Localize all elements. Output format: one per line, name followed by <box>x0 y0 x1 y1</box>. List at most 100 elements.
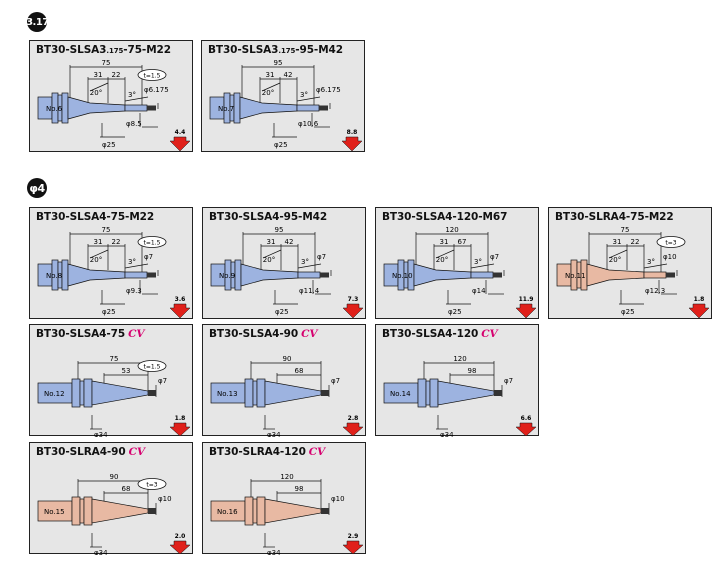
weight-indicator: 2.9 <box>342 533 364 555</box>
tool-number: No.10 <box>392 272 413 280</box>
weight-indicator: 7.3 <box>342 296 364 319</box>
weight-indicator: 4.4 <box>169 129 191 152</box>
tip-dia: φ7 <box>504 377 513 385</box>
base-dia: φ34 <box>94 431 108 437</box>
tip-dia: φ7 <box>331 377 340 385</box>
base-dia: φ25 <box>102 308 116 316</box>
dim-label: 75 <box>110 355 119 363</box>
dim-label: 20° <box>436 256 448 264</box>
dim-label: 120 <box>445 226 458 234</box>
tip-dia: φ10 <box>158 495 172 503</box>
tool-body <box>556 259 675 291</box>
tool-body <box>37 496 156 526</box>
tool-body <box>383 378 502 408</box>
svg-text:7.3: 7.3 <box>348 296 359 303</box>
tool-number: No.9 <box>219 272 235 280</box>
tool-drawing: No.6 75 31 22 20° 3° t=1.5 φ6.175 φ8.5 φ… <box>37 59 191 152</box>
dim-label: 31 <box>94 238 103 246</box>
dim-label: 31 <box>266 71 275 79</box>
weight-indicator: 6.6 <box>515 415 537 437</box>
svg-text:2.0: 2.0 <box>175 533 186 540</box>
dim-label: 68 <box>122 485 131 493</box>
dim-label: 75 <box>102 59 111 67</box>
tool-drawing: No.10 120 31 67 20° 3° φ7 φ14 φ25 11.9 <box>383 226 537 319</box>
dim-label: 98 <box>468 367 477 375</box>
dim-label: 95 <box>275 226 284 234</box>
dim-label: 95 <box>274 59 283 67</box>
dim-label: 22 <box>112 238 121 246</box>
mid-dia: φ9.3 <box>126 287 142 295</box>
tip-dia: φ10 <box>331 495 345 503</box>
svg-text:8.8: 8.8 <box>347 129 358 136</box>
svg-text:11.9: 11.9 <box>519 296 534 303</box>
tool-number: No.14 <box>390 390 411 398</box>
tool-drawing: No.14 120 98 φ7 φ34 6.6 <box>383 355 537 437</box>
tip-dia: φ10 <box>663 253 677 261</box>
product-code: BT30-SLSA3.175-95-M42 <box>208 44 343 56</box>
svg-text:1.8: 1.8 <box>694 296 705 303</box>
tool-drawing: No.11 75 31 22 20° 3° t=3 φ10 φ12.3 φ25 … <box>556 226 710 319</box>
dim-label: 3° <box>301 258 309 266</box>
dim-label: 3° <box>128 258 136 266</box>
tool-number: No.8 <box>46 272 62 280</box>
dim-label: 20° <box>90 89 102 97</box>
svg-text:6.6: 6.6 <box>521 415 532 422</box>
svg-text:3.6: 3.6 <box>175 296 186 303</box>
mid-dia: φ12.3 <box>645 287 665 295</box>
tool-drawing: No.9 95 31 42 20° 3° φ7 φ11.4 φ25 7.3 <box>210 226 364 319</box>
weight-indicator: 1.8 <box>688 296 710 319</box>
tool-body <box>37 259 156 291</box>
tool-body <box>383 259 502 291</box>
base-dia: φ25 <box>621 308 635 316</box>
dim-label: 120 <box>280 473 293 481</box>
tip-dia: φ7 <box>158 377 167 385</box>
product-card: BT30-SLSA4-75-M22 No.8 <box>29 207 193 319</box>
product-card: BT30-SLSA3.175-95-M42 No.7 <box>201 40 365 152</box>
dim-label: 53 <box>122 367 131 375</box>
product-card: BT30-SLSA4-120-M67 No.10 <box>375 207 539 319</box>
tip-dia: φ7 <box>144 253 153 261</box>
base-dia: φ25 <box>275 308 289 316</box>
mid-dia: φ8.5 <box>126 120 142 128</box>
base-dia: φ34 <box>440 431 454 437</box>
svg-text:2.8: 2.8 <box>348 415 359 422</box>
mid-dia: φ10.6 <box>298 120 319 128</box>
product-code: BT30-SLRA4-75-M22 <box>555 211 674 223</box>
dim-label: 3° <box>128 91 136 99</box>
dim-label: 3° <box>474 258 482 266</box>
tool-number: No.12 <box>44 390 65 398</box>
tool-drawing: No.7 95 31 42 20° 3° φ6.175 φ10.6 φ25 8.… <box>209 59 363 152</box>
tool-body <box>210 378 329 408</box>
product-code: BT30-SLSA4-75-M22 <box>36 211 155 223</box>
dim-label: 75 <box>621 226 630 234</box>
svg-text:t=1.5: t=1.5 <box>144 240 161 247</box>
mid-dia: φ11.4 <box>299 287 320 295</box>
dim-label: 90 <box>110 473 119 481</box>
tool-body <box>37 92 156 124</box>
dim-label: 31 <box>94 71 103 79</box>
base-dia: φ25 <box>448 308 462 316</box>
tool-drawing: No.12 75 53 t=1.5 φ7 φ34 1.8 <box>37 355 191 437</box>
tool-number: No.11 <box>565 272 586 280</box>
svg-text:t=1.5: t=1.5 <box>144 73 161 80</box>
tool-body <box>209 92 328 124</box>
svg-text:1.8: 1.8 <box>175 415 186 422</box>
tool-number: No.7 <box>218 105 234 113</box>
mid-dia: φ14 <box>472 287 486 295</box>
tool-drawing: No.13 90 68 φ7 φ34 2.8 <box>210 355 364 437</box>
dim-label: 120 <box>453 355 466 363</box>
tool-drawing: No.15 90 68 t=3 φ10 φ34 2.0 <box>37 473 191 555</box>
svg-text:t=3: t=3 <box>146 482 157 489</box>
dim-label: 20° <box>262 89 274 97</box>
thickness-callout: t=3 <box>137 478 167 490</box>
dim-label: 31 <box>440 238 449 246</box>
tool-drawing: No.16 120 98 φ10 φ34 2.9 <box>210 473 364 555</box>
tool-number: No.6 <box>46 105 63 113</box>
base-dia: φ25 <box>274 141 288 149</box>
tool-body <box>37 378 156 408</box>
